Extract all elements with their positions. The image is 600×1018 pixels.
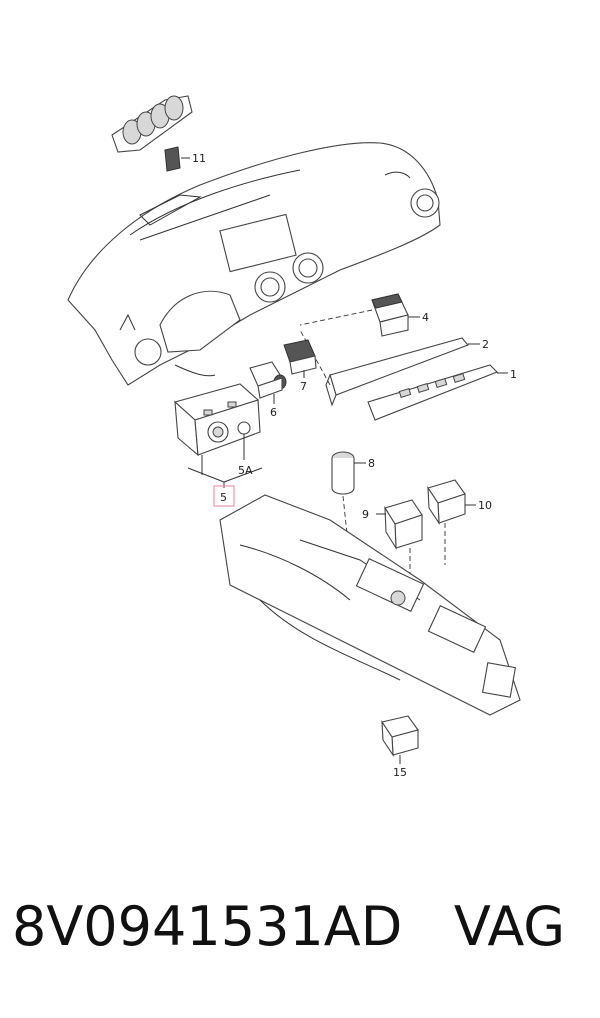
part-5-bracket [187, 467, 263, 507]
part-11-steering-switch-cluster [111, 95, 193, 172]
part-6-rotary-switch [249, 361, 287, 404]
label-part-7: 7 [300, 380, 307, 393]
center-console [219, 494, 521, 716]
label-part-5: 5 [220, 491, 227, 504]
part-8-socket [331, 451, 366, 591]
label-part-8: 8 [368, 457, 375, 470]
part-10-switch-block [427, 479, 476, 565]
label-part-10: 10 [478, 499, 492, 512]
label-part-6: 6 [270, 406, 277, 419]
part-5-light-switch [173, 383, 261, 475]
part-4-switch-module [299, 293, 420, 337]
part-number-caption: 8V0941531AD VAG [12, 895, 592, 975]
label-part-4: 4 [422, 311, 429, 324]
label-part-9: 9 [362, 508, 369, 521]
part-2-trim-strip [299, 329, 480, 407]
label-part-5a: 5A [238, 464, 253, 477]
part-1-trim-strip [367, 364, 508, 421]
brand-name: VAG [453, 895, 566, 958]
part-number: 8V0941531AD [12, 895, 403, 958]
part-9-switch-block [376, 499, 423, 590]
label-part-2: 2 [482, 338, 489, 351]
label-part-15: 15 [393, 766, 407, 779]
part-7-switch [283, 339, 317, 378]
label-part-1: 1 [510, 368, 517, 381]
exploded-parts-diagram: 1 2 4 5 5A 6 7 8 9 10 11 15 [67, 95, 521, 779]
dashboard-outline [67, 142, 441, 386]
part-15-switch [381, 715, 419, 764]
label-part-11: 11 [192, 152, 206, 165]
